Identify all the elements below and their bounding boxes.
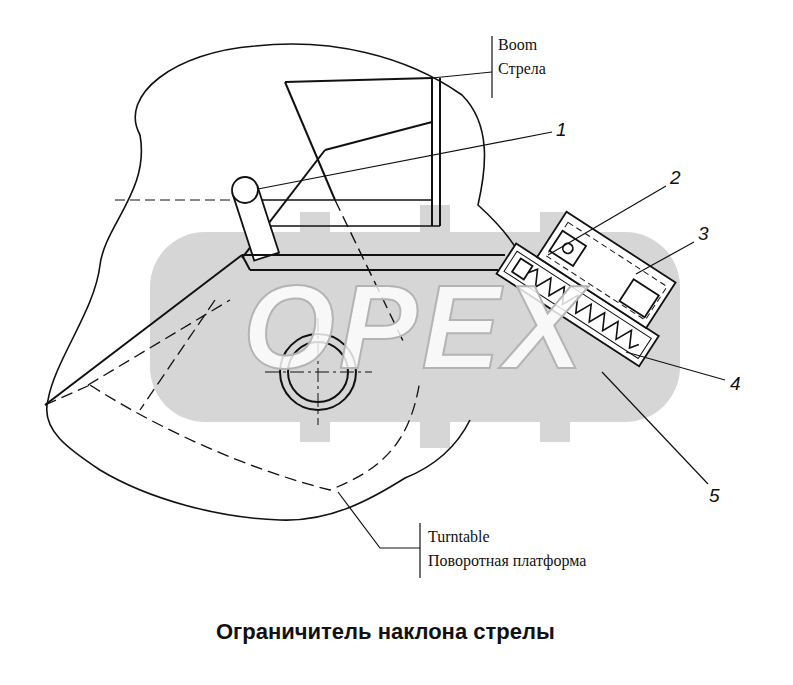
callout-number: 5 xyxy=(709,486,720,507)
watermark-gear xyxy=(150,205,680,448)
callout-number: 4 xyxy=(730,374,741,395)
part-name: Turntable xyxy=(428,528,490,546)
watermark: OPEX xyxy=(243,268,587,386)
part-name: Поворотная платформа xyxy=(428,552,586,570)
callout-number: 3 xyxy=(698,224,709,245)
callout-number: 1 xyxy=(556,120,567,141)
callout-number: 2 xyxy=(670,168,681,189)
part-name: Стрела xyxy=(498,60,546,78)
figure-caption: Ограничитель наклона стрелы xyxy=(216,620,555,644)
part-name: Boom xyxy=(498,36,537,54)
